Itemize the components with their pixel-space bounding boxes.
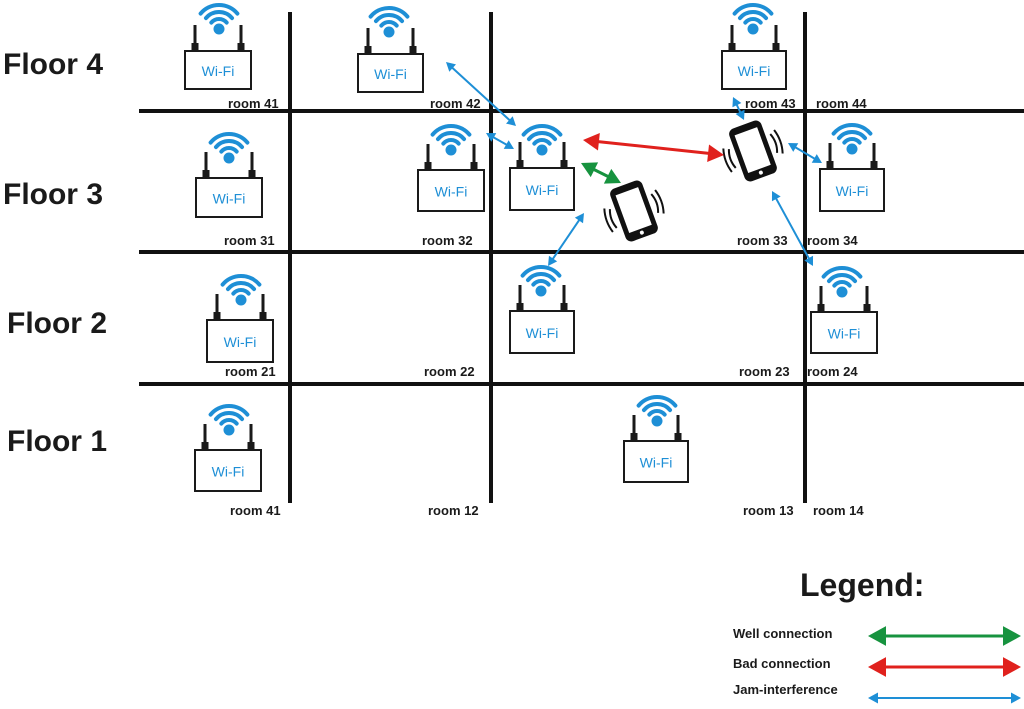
legend-item-jam-interference: Jam-interference (733, 682, 838, 697)
jam-interference-arrow (446, 62, 516, 126)
router-label: Wi-Fi (836, 183, 869, 199)
wifi-router-icon: Wi-Fi (357, 6, 424, 93)
legend-arrow-well-connection (868, 626, 1021, 646)
wifi-router-icon: Wi-Fi (509, 265, 575, 354)
wifi-router-icon: Wi-Fi (819, 123, 885, 212)
floor-label-1: Floor 1 (7, 425, 108, 458)
smartphones (603, 120, 784, 242)
room-label: room 44 (816, 96, 867, 111)
well-connection-arrow (581, 162, 621, 184)
room-label: room 21 (225, 364, 276, 379)
room-label: room 42 (430, 96, 481, 111)
router-label: Wi-Fi (640, 455, 673, 471)
router-label: Wi-Fi (738, 63, 771, 79)
legend-title: Legend: (800, 567, 925, 603)
room-label: room 12 (428, 503, 479, 518)
wifi-router-icon: Wi-Fi (417, 124, 485, 212)
router-label: Wi-Fi (526, 182, 559, 198)
router-label: Wi-Fi (224, 334, 257, 350)
jam-interference-arrow (771, 191, 814, 266)
router-label: Wi-Fi (374, 66, 407, 82)
jam-interference-arrow (732, 97, 745, 120)
floor-label-3: Floor 3 (3, 178, 104, 211)
walls (139, 12, 1024, 503)
connection-arrows (446, 62, 822, 266)
floor-label-4: Floor 4 (3, 48, 104, 81)
wifi-router-icon: Wi-Fi (623, 395, 689, 483)
smartphone-icon (603, 180, 665, 242)
smartphone-icon (722, 120, 784, 182)
jam-interference-arrow (486, 133, 514, 149)
legend-arrows (868, 626, 1021, 704)
wifi-router-icon: Wi-Fi (195, 132, 263, 218)
room-label: room 22 (424, 364, 475, 379)
room-label: room 32 (422, 233, 473, 248)
jam-interference-arrow (788, 143, 822, 163)
wifi-router-icon: Wi-Fi (721, 3, 787, 90)
jam-interference-arrow (548, 213, 584, 266)
room-label: room 24 (807, 364, 858, 379)
router-label: Wi-Fi (435, 184, 468, 200)
room-label: room 33 (737, 233, 788, 248)
room-label: room 41 (230, 503, 281, 518)
router-label: Wi-Fi (202, 63, 235, 79)
room-label: room 13 (743, 503, 794, 518)
wifi-router-icon: Wi-Fi (509, 124, 575, 211)
wifi-router-icon: Wi-Fi (194, 404, 262, 492)
room-label: room 41 (228, 96, 279, 111)
room-label: room 23 (739, 364, 790, 379)
bad-connection-arrow (583, 132, 724, 163)
legend-arrow-jam-interference (868, 692, 1021, 704)
legend-arrow-bad-connection (868, 657, 1021, 677)
router-label: Wi-Fi (212, 464, 245, 480)
room-label: room 43 (745, 96, 796, 111)
router-label: Wi-Fi (526, 325, 559, 341)
wifi-router-icon: Wi-Fi (810, 266, 878, 354)
router-label: Wi-Fi (828, 326, 861, 342)
legend-item-bad-connection: Bad connection (733, 656, 831, 671)
room-label: room 14 (813, 503, 864, 518)
legend-item-well-connection: Well connection (733, 626, 833, 641)
wifi-router-icon: Wi-Fi (184, 3, 252, 90)
room-label: room 34 (807, 233, 858, 248)
router-label: Wi-Fi (213, 191, 246, 207)
wifi-router-icon: Wi-Fi (206, 274, 274, 363)
room-label: room 31 (224, 233, 275, 248)
floor-label-2: Floor 2 (7, 307, 108, 340)
